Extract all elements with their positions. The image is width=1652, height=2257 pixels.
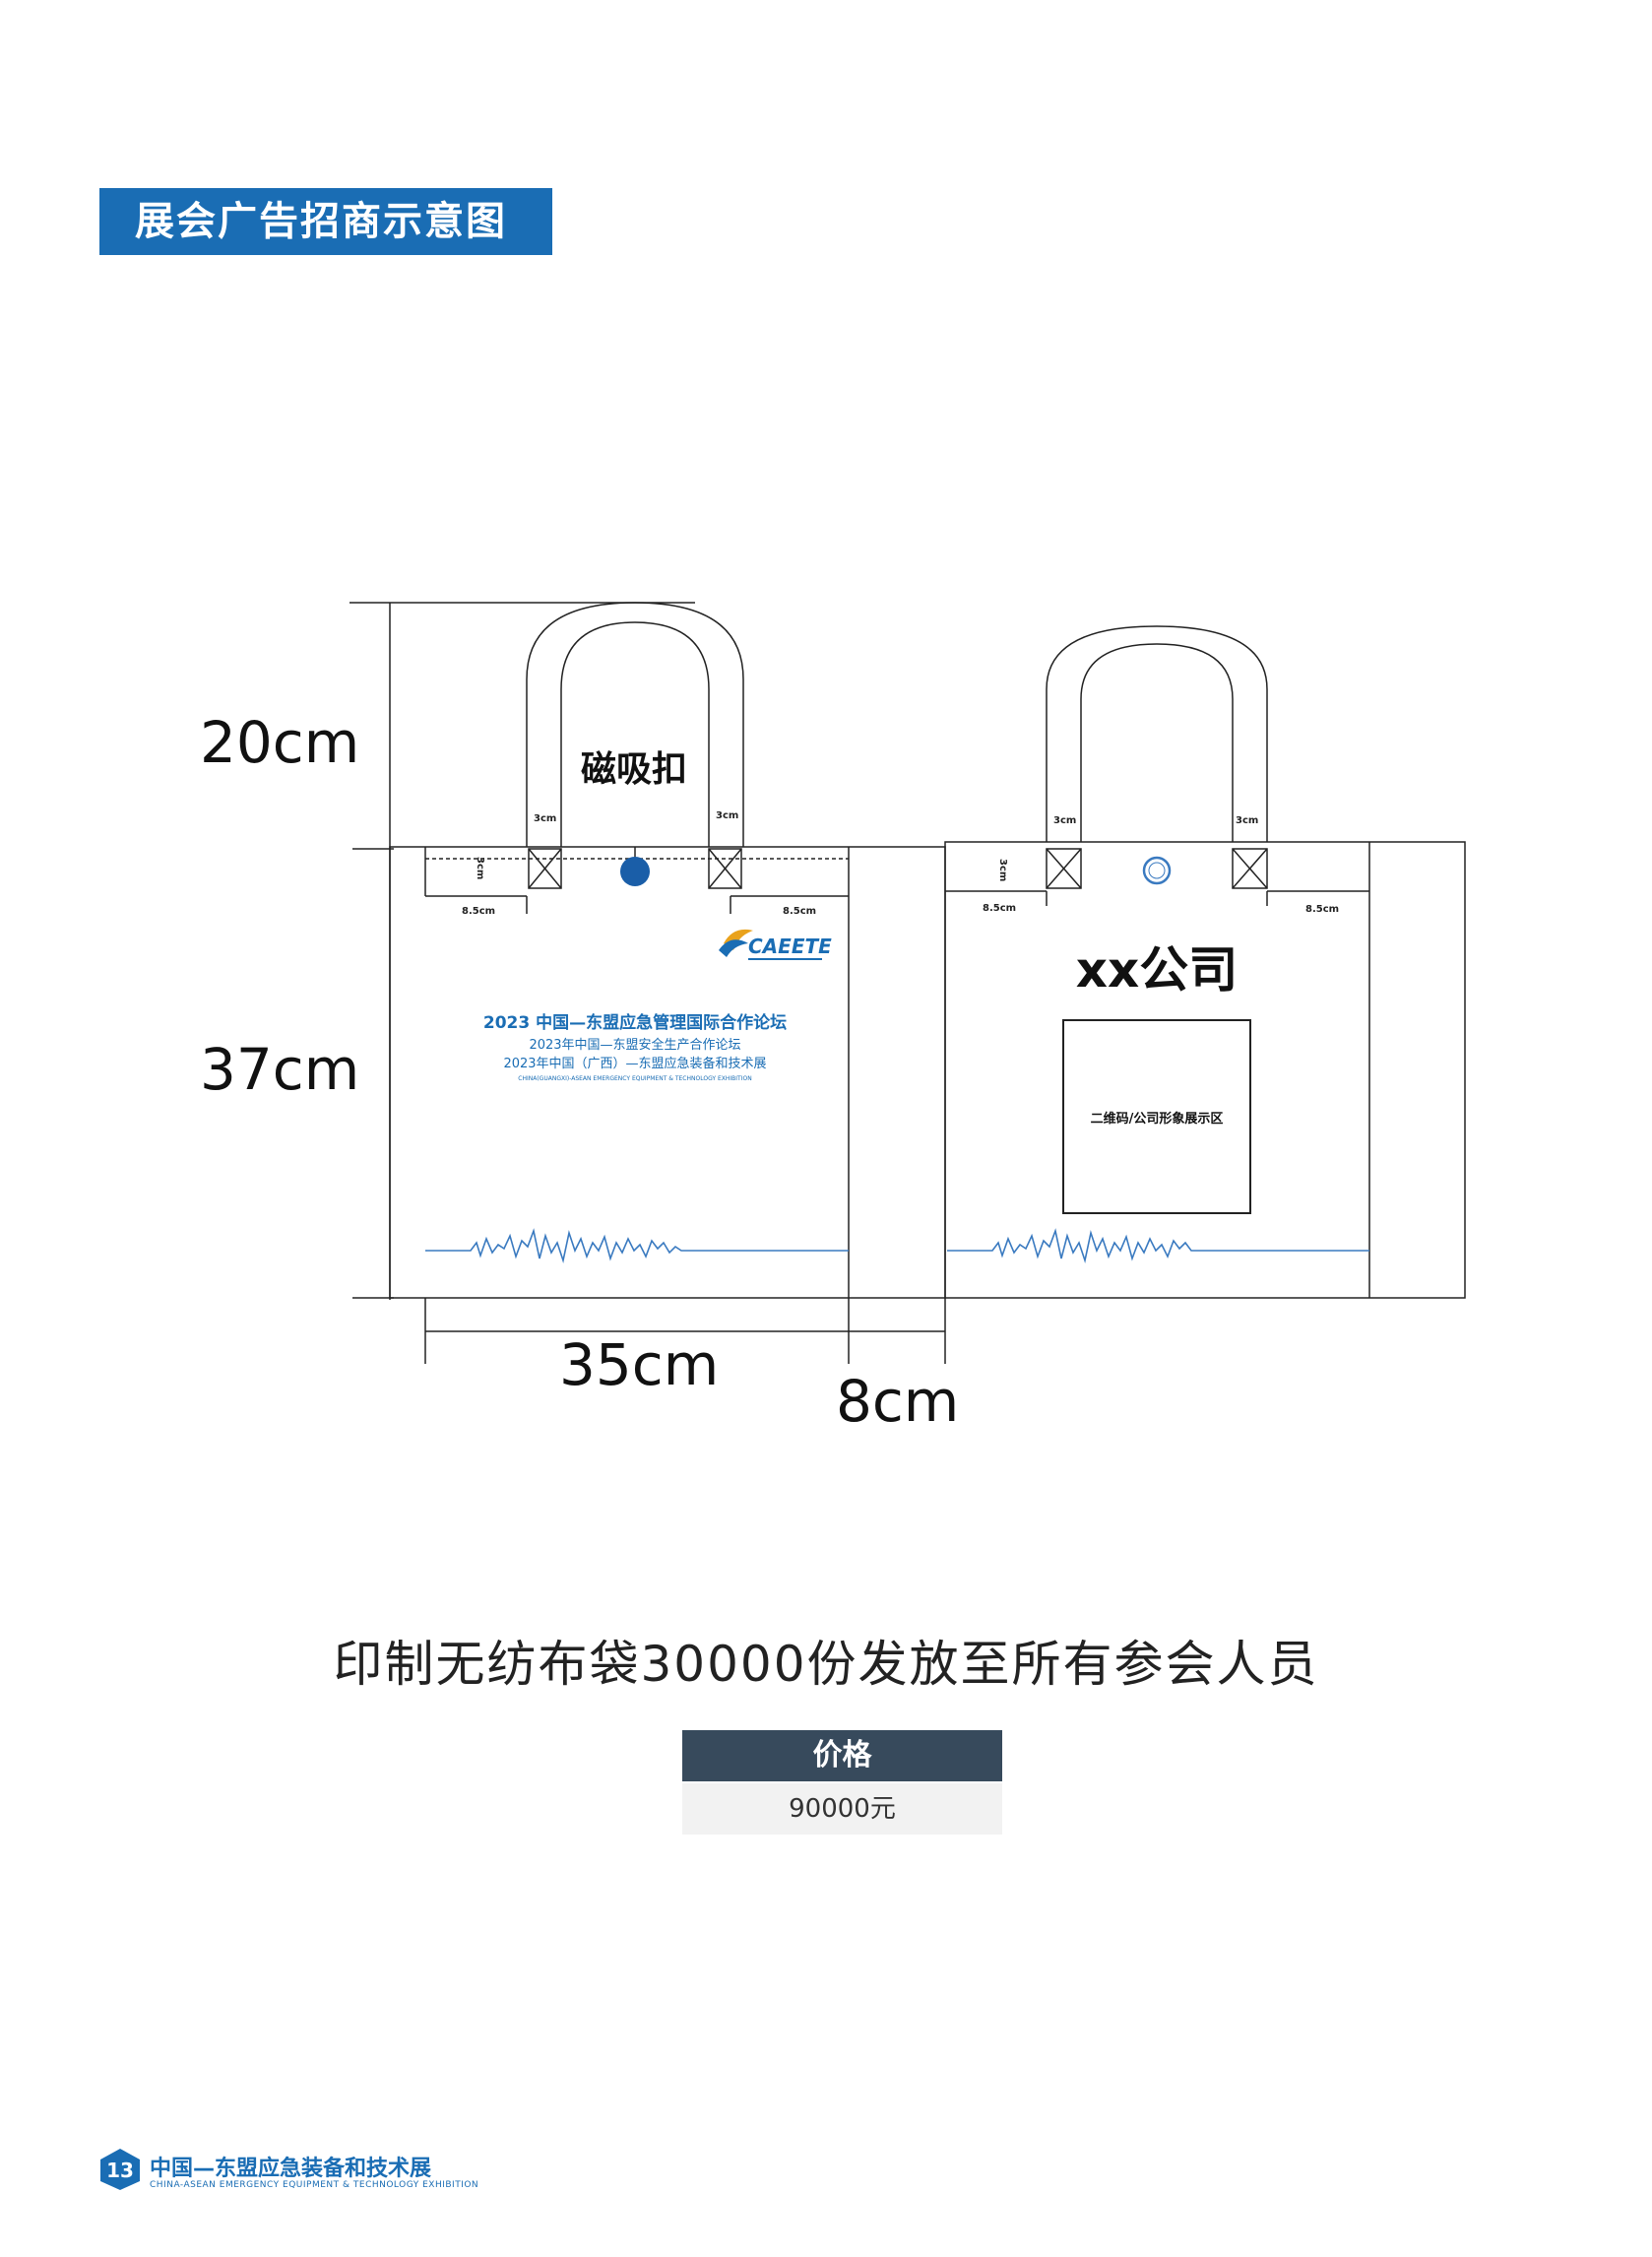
strap-offset-label-4: 8.5cm [1305,904,1339,915]
strap-vertical-label-1: 3cm [475,857,485,879]
footer-exhibition-name-en: CHINA-ASEAN EMERGENCY EQUIPMENT & TECHNO… [150,2180,479,2190]
strap-width-label-3: 3cm [1053,815,1076,826]
strap-width-label-1: 3cm [534,813,556,824]
price-header: 价格 [682,1730,1002,1781]
caeete-logo: CAEETE [719,929,832,960]
back-handle-outer [1046,625,1268,842]
back-wave-line [947,1228,1369,1264]
clasp-ring-icon [1142,856,1172,885]
back-handle-inner [1080,643,1234,842]
strap-width-label-2: 3cm [716,810,738,821]
clasp-label: 磁吸扣 [581,749,687,790]
front-handle-inner [560,621,710,847]
event-line-3: 2023年中国（广西）—东盟应急装备和技术展 [503,1056,766,1071]
magnetic-clasp-icon [620,857,650,886]
page-number: 13 [106,2159,134,2182]
event-line-2: 2023年中国—东盟安全生产合作论坛 [529,1037,740,1053]
strap-vertical-label-2: 3cm [997,859,1008,881]
qr-area-label: 二维码/公司形象展示区 [1091,1111,1224,1127]
qr-display-area [1062,1019,1251,1214]
company-label: xx公司 [1076,941,1239,999]
front-strap-box-left [528,848,562,889]
hexagon-icon [100,2149,140,2190]
bag-height-label: 37cm [200,1036,360,1103]
logo-text: CAEETE [748,935,832,958]
page-number-badge: 13 [100,2149,140,2190]
back-bag-outline [944,841,1466,1299]
section-title: 展会广告招商示意图 [99,188,552,255]
event-line-4: CHINA(GUANGXI)-ASEAN EMERGENCY EQUIPMENT… [518,1075,751,1082]
back-strap-box-left [1046,848,1082,889]
back-strap-box-right [1232,848,1268,889]
gusset-width-label: 8cm [836,1368,960,1435]
strap-offset-label-3: 8.5cm [983,903,1016,914]
strap-offset-label-2: 8.5cm [783,906,816,917]
bag-diagram: 3cm 3cm 3cm 3cm 8.5cm 8.5cm 8.5cm 8.5cm … [349,602,1466,1364]
caption: 印制无纺布袋30000份发放至所有参会人员 [333,1636,1319,1693]
front-wave-line [425,1228,849,1264]
strap-offset-label-1: 8.5cm [462,906,495,917]
handle-height-label: 20cm [200,709,360,776]
event-line-1: 2023 中国—东盟应急管理国际合作论坛 [483,1012,787,1033]
front-handle-outer [526,602,744,847]
footer-exhibition-name: 中国—东盟应急装备和技术展 [150,2157,432,2181]
strap-width-label-4: 3cm [1236,815,1258,826]
price-value: 90000元 [682,1783,1002,1835]
front-strap-box-right [708,848,742,889]
bag-width-label: 35cm [559,1331,720,1398]
